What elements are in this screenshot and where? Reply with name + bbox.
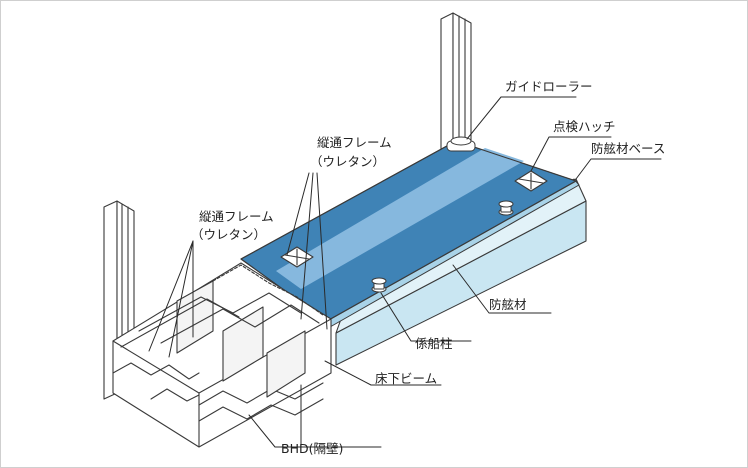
hatch-icon-2 bbox=[280, 246, 314, 268]
guide-roller-icon bbox=[446, 136, 476, 152]
label-long-frame-lower-2: （ウレタン） bbox=[191, 227, 267, 242]
label-bollard: 係船柱 bbox=[415, 336, 453, 351]
label-bulkhead: BHD(隔壁) bbox=[281, 441, 344, 456]
label-long-frame-upper-1: 縦通フレーム bbox=[317, 135, 392, 150]
label-guide-roller: ガイドローラー bbox=[505, 79, 593, 94]
right-post-icon bbox=[440, 12, 472, 154]
label-floor-beam: 床下ビーム bbox=[375, 371, 438, 386]
label-long-frame-upper-2: （ウレタン） bbox=[310, 154, 386, 169]
bhd-body bbox=[112, 262, 332, 448]
label-fender-base: 防舷材ベース bbox=[591, 141, 666, 156]
label-fender: 防舷材 bbox=[489, 297, 527, 312]
hatch-icon bbox=[514, 170, 548, 192]
leader-lines bbox=[148, 96, 662, 448]
label-hatch: 点検ハッチ bbox=[553, 119, 616, 134]
bollard-icon bbox=[498, 200, 514, 216]
label-long-frame-lower-1: 縦通フレーム bbox=[199, 209, 274, 224]
bollard-icon-2 bbox=[371, 277, 387, 293]
